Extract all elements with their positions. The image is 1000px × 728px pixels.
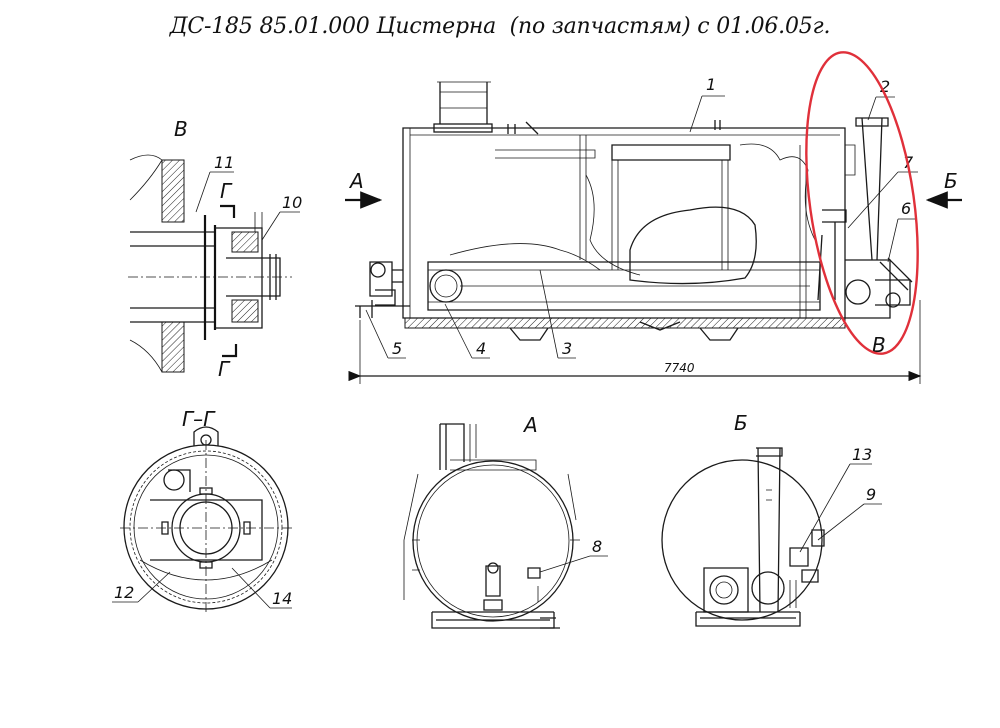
callout-3: 3 [562,339,572,358]
wall-section-bottom [161,321,185,373]
support-left [509,327,549,341]
burner-housing [845,259,891,319]
stack-end-b [756,447,783,613]
callout-5: 5 [392,339,402,358]
callout-4: 4 [476,339,486,358]
cut-marker-bottom: Г [218,357,231,381]
manhole-cover [433,123,493,133]
detail-v-view: В Г Г 11 [128,117,302,381]
burner-flange [845,279,871,305]
callout-1: 1 [706,75,716,94]
tank-end-b [661,459,823,621]
wall-section-top [161,159,185,223]
view-a-label: А [522,413,538,437]
burner-end-b [709,575,739,605]
arrow-b-label: Б [944,169,958,193]
view-b-label: Б [734,411,748,435]
callout-14: 14 [272,589,292,608]
page-title: ДС-185 85.01.000 Цистерна (по запчастям)… [169,14,831,39]
flange [203,215,217,340]
callout-8: 8 [592,537,602,556]
cut-marker-top: Г [220,179,233,203]
side-view: 7740 А Б 1 2 7 6 5 4 3 [345,51,962,384]
cutaway-opening [629,206,757,285]
tank-base [404,317,846,329]
dimension-value: 7740 [664,361,695,375]
ladder-end-a [439,423,465,470]
callout-13: 13 [852,445,872,464]
callout-12: 12 [114,583,134,602]
callout-2: 2 [880,77,890,96]
detail-v-callout: В [872,333,886,357]
tank-shell [402,127,846,319]
tank-end-a [412,460,574,622]
highlight-ellipse [805,51,919,355]
callout-10: 10 [282,193,302,212]
detail-v-label: В [174,117,188,141]
exhaust-stack [861,117,883,261]
support-right [699,327,739,341]
flue-pipe [427,261,821,311]
arrow-a-label: А [348,169,364,193]
ladder [439,82,488,124]
callout-6: 6 [901,199,911,218]
view-b: Б 13 9 [661,411,882,627]
pipe-wall [130,231,215,323]
internal-frame [611,144,731,161]
small-pipe [163,469,185,491]
outlet-pipe [226,257,281,297]
section-gg-view: Г–Г 12 14 [112,407,292,612]
callout-11: 11 [214,153,234,172]
callout-9: 9 [866,485,876,504]
valve-body [369,261,393,297]
view-a: А 8 [403,413,608,629]
cutaway-edge [585,174,641,276]
